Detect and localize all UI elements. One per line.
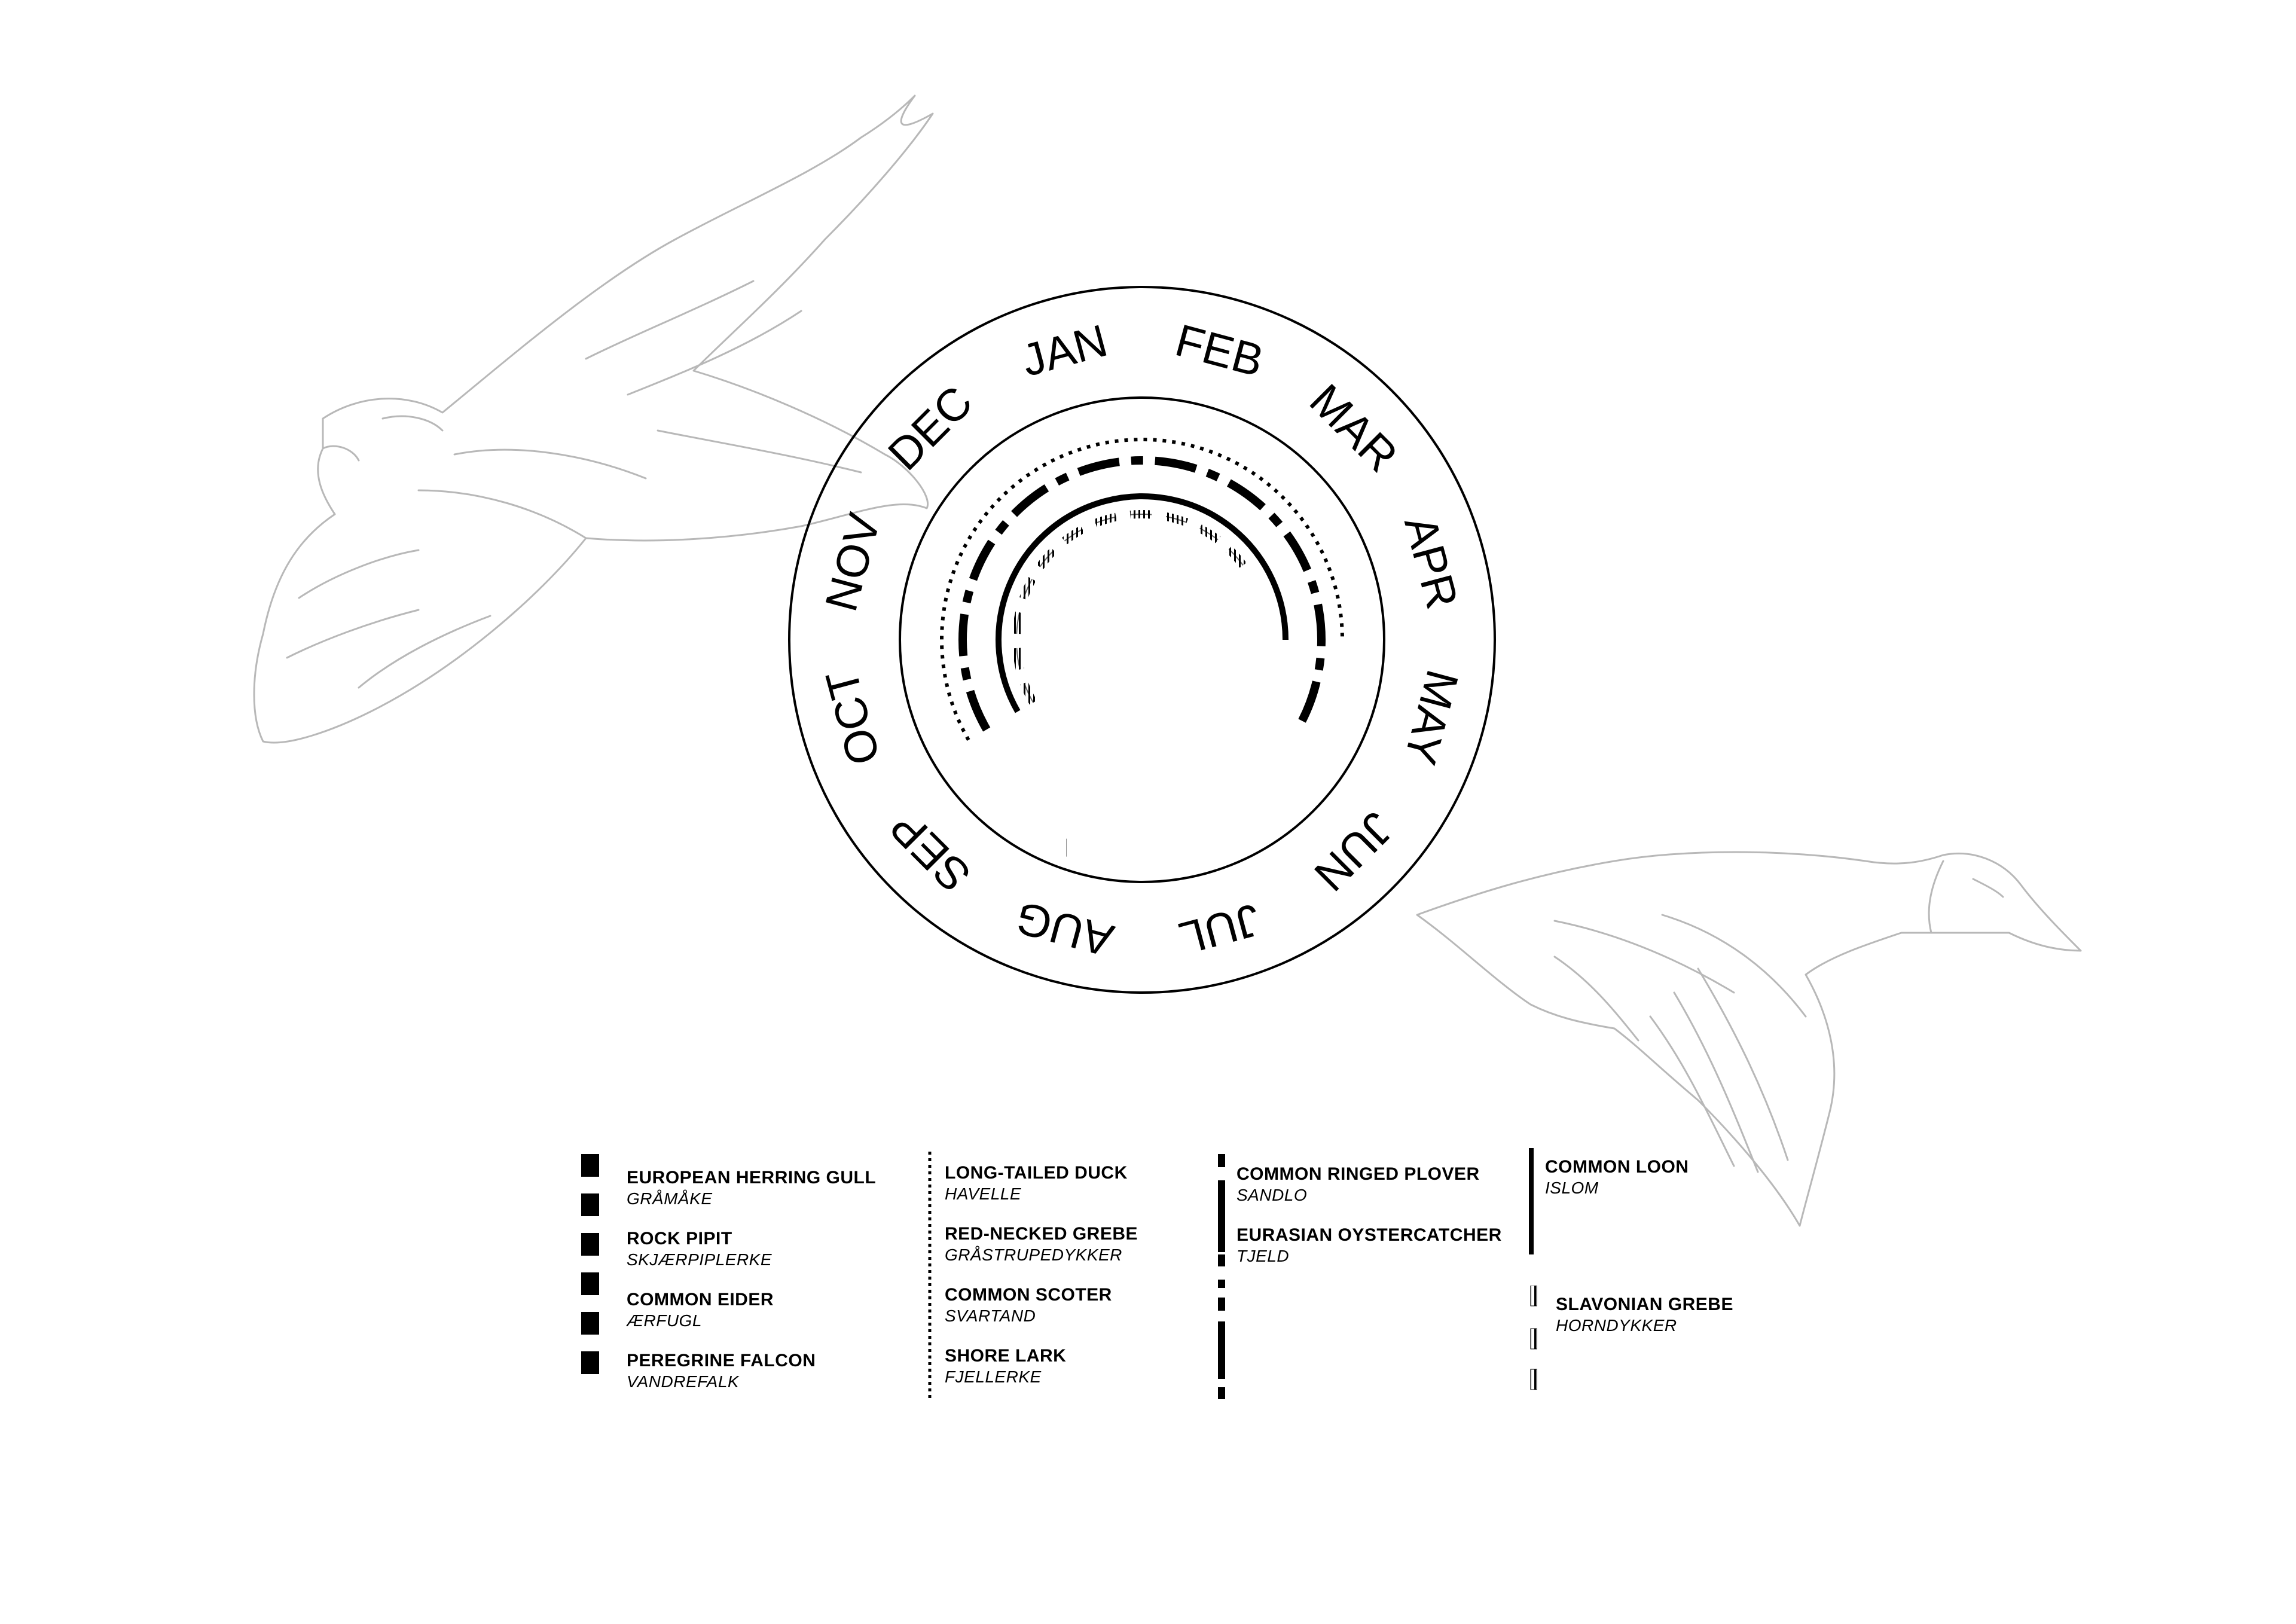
outer-ring <box>788 286 1496 994</box>
legend-swatch-dashed-heavy <box>581 1154 599 1374</box>
legend-item: PEREGRINE FALCON VANDREFALK <box>627 1350 816 1392</box>
season-arc-hatched-outline <box>1016 514 1251 703</box>
legend-swatch-solid <box>1529 1148 1534 1254</box>
species-local-name: VANDREFALK <box>627 1372 740 1391</box>
species-local-name: GRÅSTRUPEDYKKER <box>945 1246 1122 1264</box>
legend-swatch-dash-dot <box>1218 1154 1225 1399</box>
eider-sketch <box>1416 851 2082 1227</box>
month-label-jan: JAN <box>1016 315 1113 386</box>
falcon-sketch <box>253 94 934 744</box>
species-name: COMMON SCOTER <box>945 1285 1112 1305</box>
season-arc-dotted <box>940 438 1344 741</box>
species-name: EUROPEAN HERRING GULL <box>627 1168 877 1188</box>
species-local-name: GRÅMÅKE <box>627 1189 713 1208</box>
species-name: ROCK PIPIT <box>627 1229 732 1248</box>
month-label-aug: AUG <box>1010 892 1119 966</box>
species-name: RED-NECKED GREBE <box>945 1224 1138 1244</box>
legend-item: COMMON SCOTER SVARTAND <box>945 1284 1112 1326</box>
month-label-apr: APR <box>1394 511 1468 614</box>
legend-item: SHORE LARK FJELLERKE <box>945 1345 1066 1387</box>
species-local-name: FJELLERKE <box>945 1367 1042 1386</box>
legend-item: EUROPEAN HERRING GULL GRÅMÅKE <box>627 1167 876 1209</box>
legend-item: COMMON LOON ISLOM <box>1545 1156 1689 1198</box>
month-label-feb: FEB <box>1170 315 1269 386</box>
legend-item: RED-NECKED GREBE GRÅSTRUPEDYKKER <box>945 1223 1138 1265</box>
season-arc-dash-dot <box>958 456 1326 732</box>
species-name: COMMON RINGED PLOVER <box>1236 1164 1480 1184</box>
species-name: PEREGRINE FALCON <box>627 1351 816 1370</box>
season-arc-hatched <box>1012 510 1254 705</box>
legend-item: COMMON EIDER ÆRFUGL <box>627 1289 774 1331</box>
month-label-oct: OCT <box>816 664 890 770</box>
month-label-may: MAY <box>1394 665 1468 770</box>
species-name: SHORE LARK <box>945 1346 1067 1366</box>
month-label-dec: DEC <box>878 376 982 480</box>
species-name: COMMON LOON <box>1545 1157 1689 1177</box>
species-name: EURASIAN OYSTERCATCHER <box>1236 1225 1502 1245</box>
species-local-name: ISLOM <box>1545 1179 1599 1197</box>
legend-swatch-hatched <box>1530 1286 1537 1390</box>
legend-item: SLAVONIAN GREBE HORNDYKKER <box>1556 1294 1733 1336</box>
legend-item: LONG-TAILED DUCK HAVELLE <box>945 1162 1128 1204</box>
species-local-name: SANDLO <box>1236 1186 1308 1204</box>
species-local-name: TJELD <box>1236 1247 1290 1265</box>
inner-ring <box>899 396 1385 883</box>
species-name: LONG-TAILED DUCK <box>945 1163 1128 1183</box>
legend-swatch-dotted <box>928 1152 932 1400</box>
month-label-jul: JUL <box>1174 894 1265 964</box>
species-local-name: SKJÆRPIPLERKE <box>627 1250 773 1269</box>
species-local-name: SVARTAND <box>945 1306 1036 1325</box>
legend-item: ROCK PIPIT SKJÆRPIPLERKE <box>627 1228 772 1270</box>
species-local-name: HAVELLE <box>945 1185 1022 1203</box>
legend-item: COMMON RINGED PLOVER SANDLO <box>1236 1164 1480 1205</box>
month-label-sep: SEP <box>880 801 981 902</box>
species-name: COMMON EIDER <box>627 1290 774 1309</box>
species-local-name: HORNDYKKER <box>1556 1316 1677 1335</box>
season-arc-solid-line <box>996 493 1289 713</box>
month-label-nov: NOV <box>816 508 890 616</box>
legend-item: EURASIAN OYSTERCATCHER TJELD <box>1236 1225 1502 1266</box>
species-name: SLAVONIAN GREBE <box>1556 1295 1733 1314</box>
species-local-name: ÆRFUGL <box>627 1311 702 1330</box>
month-label-jun: JUN <box>1305 802 1403 901</box>
season-arcs <box>940 438 1344 741</box>
